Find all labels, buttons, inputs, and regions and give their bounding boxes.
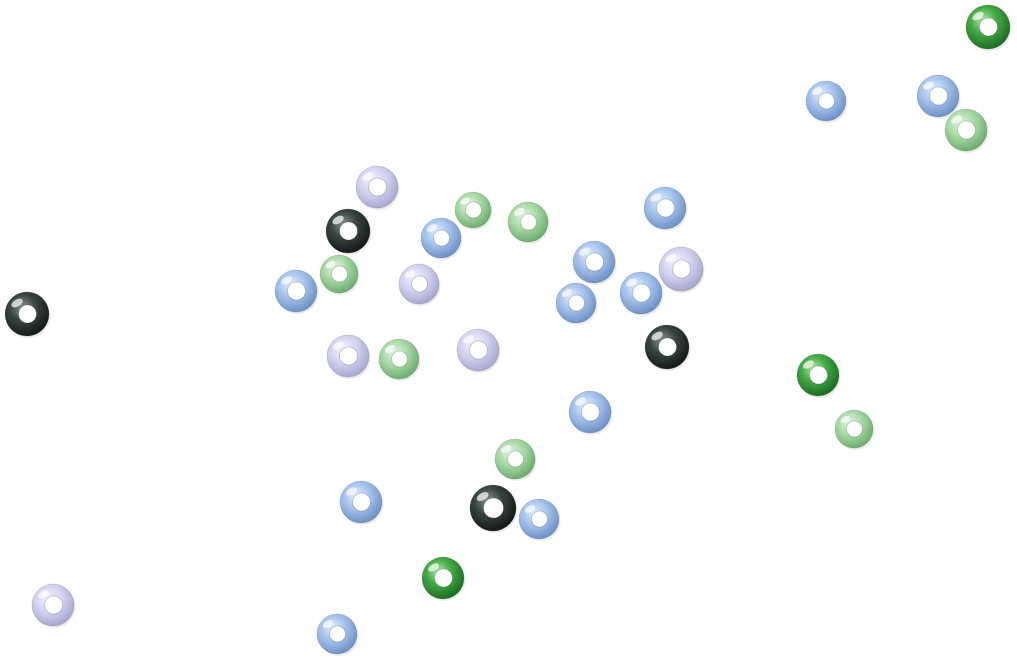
bead-light-blue <box>420 217 463 260</box>
bead-dark-gray <box>469 484 518 533</box>
bead-light-blue <box>643 186 688 231</box>
bead-bright-green <box>796 353 841 398</box>
bead-light-green <box>319 254 360 295</box>
bead-group <box>4 4 1012 656</box>
bead-dark-gray <box>4 291 51 338</box>
bead-bright-green <box>965 4 1012 51</box>
bead-bright-green <box>421 556 466 601</box>
bead-light-blue <box>805 80 848 123</box>
bead-light-blue <box>274 269 319 314</box>
bead-light-blue <box>339 480 384 525</box>
bead-lavender <box>326 334 371 379</box>
bead-light-green <box>944 108 989 153</box>
bead-light-green <box>378 338 421 381</box>
bead-light-blue <box>572 240 617 285</box>
bead-light-green <box>507 201 550 244</box>
bead-lavender <box>398 263 441 306</box>
bead-dark-gray <box>644 324 691 371</box>
bead-lavender <box>31 583 76 628</box>
bead-light-blue <box>316 613 359 656</box>
bead-light-blue <box>619 271 664 316</box>
bead-light-blue <box>568 390 613 435</box>
bead-dark-gray <box>325 208 372 255</box>
bead-light-blue <box>916 74 961 119</box>
bead-lavender <box>658 246 705 293</box>
bead-light-blue <box>518 498 561 541</box>
bead-light-green <box>454 191 493 230</box>
bead-lavender <box>456 328 501 373</box>
bead-light-blue <box>555 282 598 325</box>
bead-lavender <box>355 165 400 210</box>
bead-light-green <box>834 409 875 450</box>
bead-light-green <box>494 438 537 481</box>
